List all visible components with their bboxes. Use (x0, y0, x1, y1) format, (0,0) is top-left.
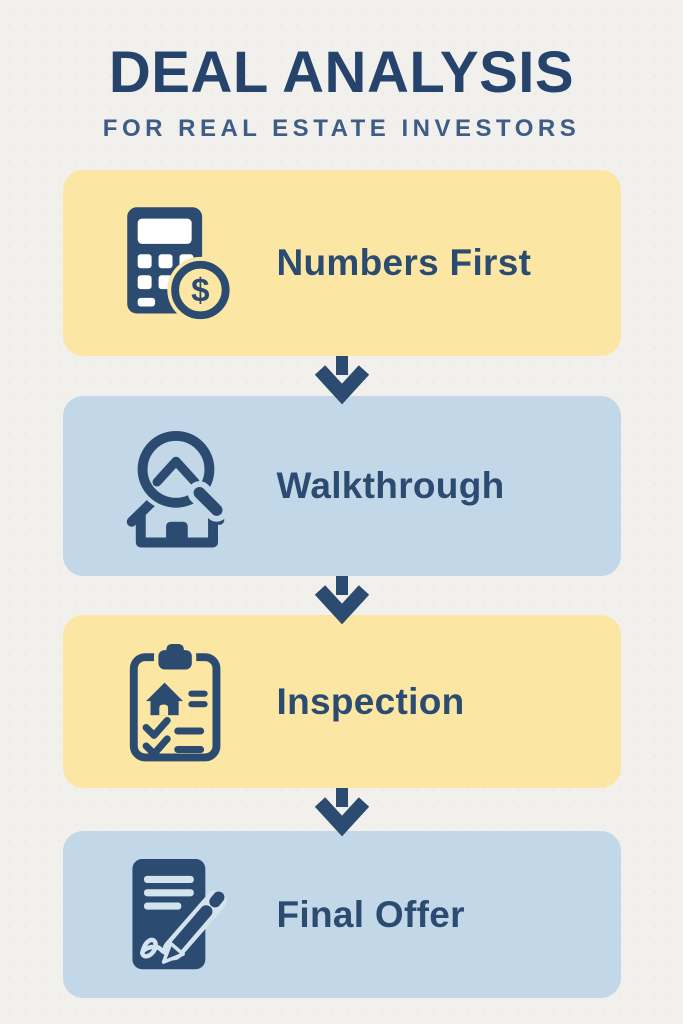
step-label: Walkthrough (276, 465, 505, 506)
down-arrow-icon (313, 576, 371, 625)
step-card-inspection: Inspection (62, 615, 621, 788)
process-flow: $ Numbers First (0, 170, 683, 998)
step-label: Final Offer (276, 893, 465, 935)
clipboard-checklist-icon (117, 641, 235, 763)
step-label: Inspection (276, 680, 465, 722)
page-title: DEAL ANALYSIS (108, 40, 575, 105)
step-label: Numbers First (276, 242, 532, 283)
contract-pen-icon (117, 853, 235, 977)
step-card-numbers-first: $ Numbers First (62, 170, 621, 356)
house-magnifier-icon (117, 424, 235, 549)
page-subtitle: FOR REAL ESTATE INVESTORS (102, 115, 581, 142)
down-arrow-icon (313, 356, 371, 405)
calculator-dollar-icon: $ (117, 204, 235, 322)
svg-text:$: $ (191, 272, 209, 309)
step-card-walkthrough: Walkthrough (62, 396, 621, 576)
step-card-final-offer: Final Offer (62, 831, 621, 998)
down-arrow-icon (313, 788, 371, 837)
